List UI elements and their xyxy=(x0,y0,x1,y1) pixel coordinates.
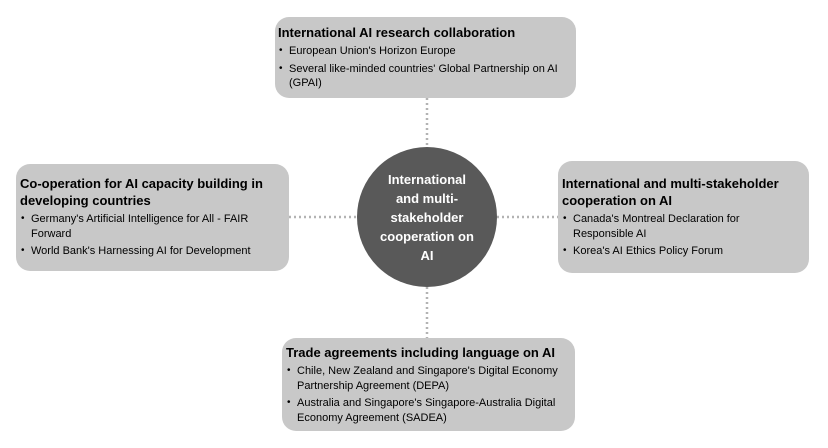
box-trade-agreements: Trade agreements including language on A… xyxy=(282,338,575,431)
box-title: International AI research collaboration xyxy=(278,25,516,40)
box-item-list: Canada's Montreal Declaration for Respon… xyxy=(562,212,801,259)
box-item-list: Germany's Artificial Intelligence for Al… xyxy=(20,212,281,259)
list-item: Chile, New Zealand and Singapore's Digit… xyxy=(286,364,567,393)
box-multi-stakeholder-cooperation: International and multi-stakeholder coop… xyxy=(558,161,809,273)
list-item: Australia and Singapore's Singapore-Aust… xyxy=(286,396,567,425)
box-item-list: Chile, New Zealand and Singapore's Digit… xyxy=(286,364,567,425)
list-item: European Union's Horizon Europe xyxy=(278,44,566,59)
list-item: Several like-minded countries' Global Pa… xyxy=(278,62,566,91)
box-research-collaboration: International AI research collaboration … xyxy=(275,17,576,98)
hub-label: International and multi-stakeholder coop… xyxy=(380,171,474,263)
list-item: Canada's Montreal Declaration for Respon… xyxy=(562,212,801,241)
box-title: International and multi-stakeholder coop… xyxy=(562,176,779,208)
box-item-list: European Union's Horizon Europe Several … xyxy=(278,44,566,91)
box-title: Trade agreements including language on A… xyxy=(286,345,555,360)
box-capacity-building: Co-operation for AI capacity building in… xyxy=(16,164,289,271)
list-item: Korea's AI Ethics Policy Forum xyxy=(562,244,801,259)
box-title: Co-operation for AI capacity building in… xyxy=(20,176,263,208)
list-item: Germany's Artificial Intelligence for Al… xyxy=(20,212,281,241)
central-hub-circle: International and multi-stakeholder coop… xyxy=(357,147,497,287)
list-item: World Bank's Harnessing AI for Developme… xyxy=(20,244,281,259)
